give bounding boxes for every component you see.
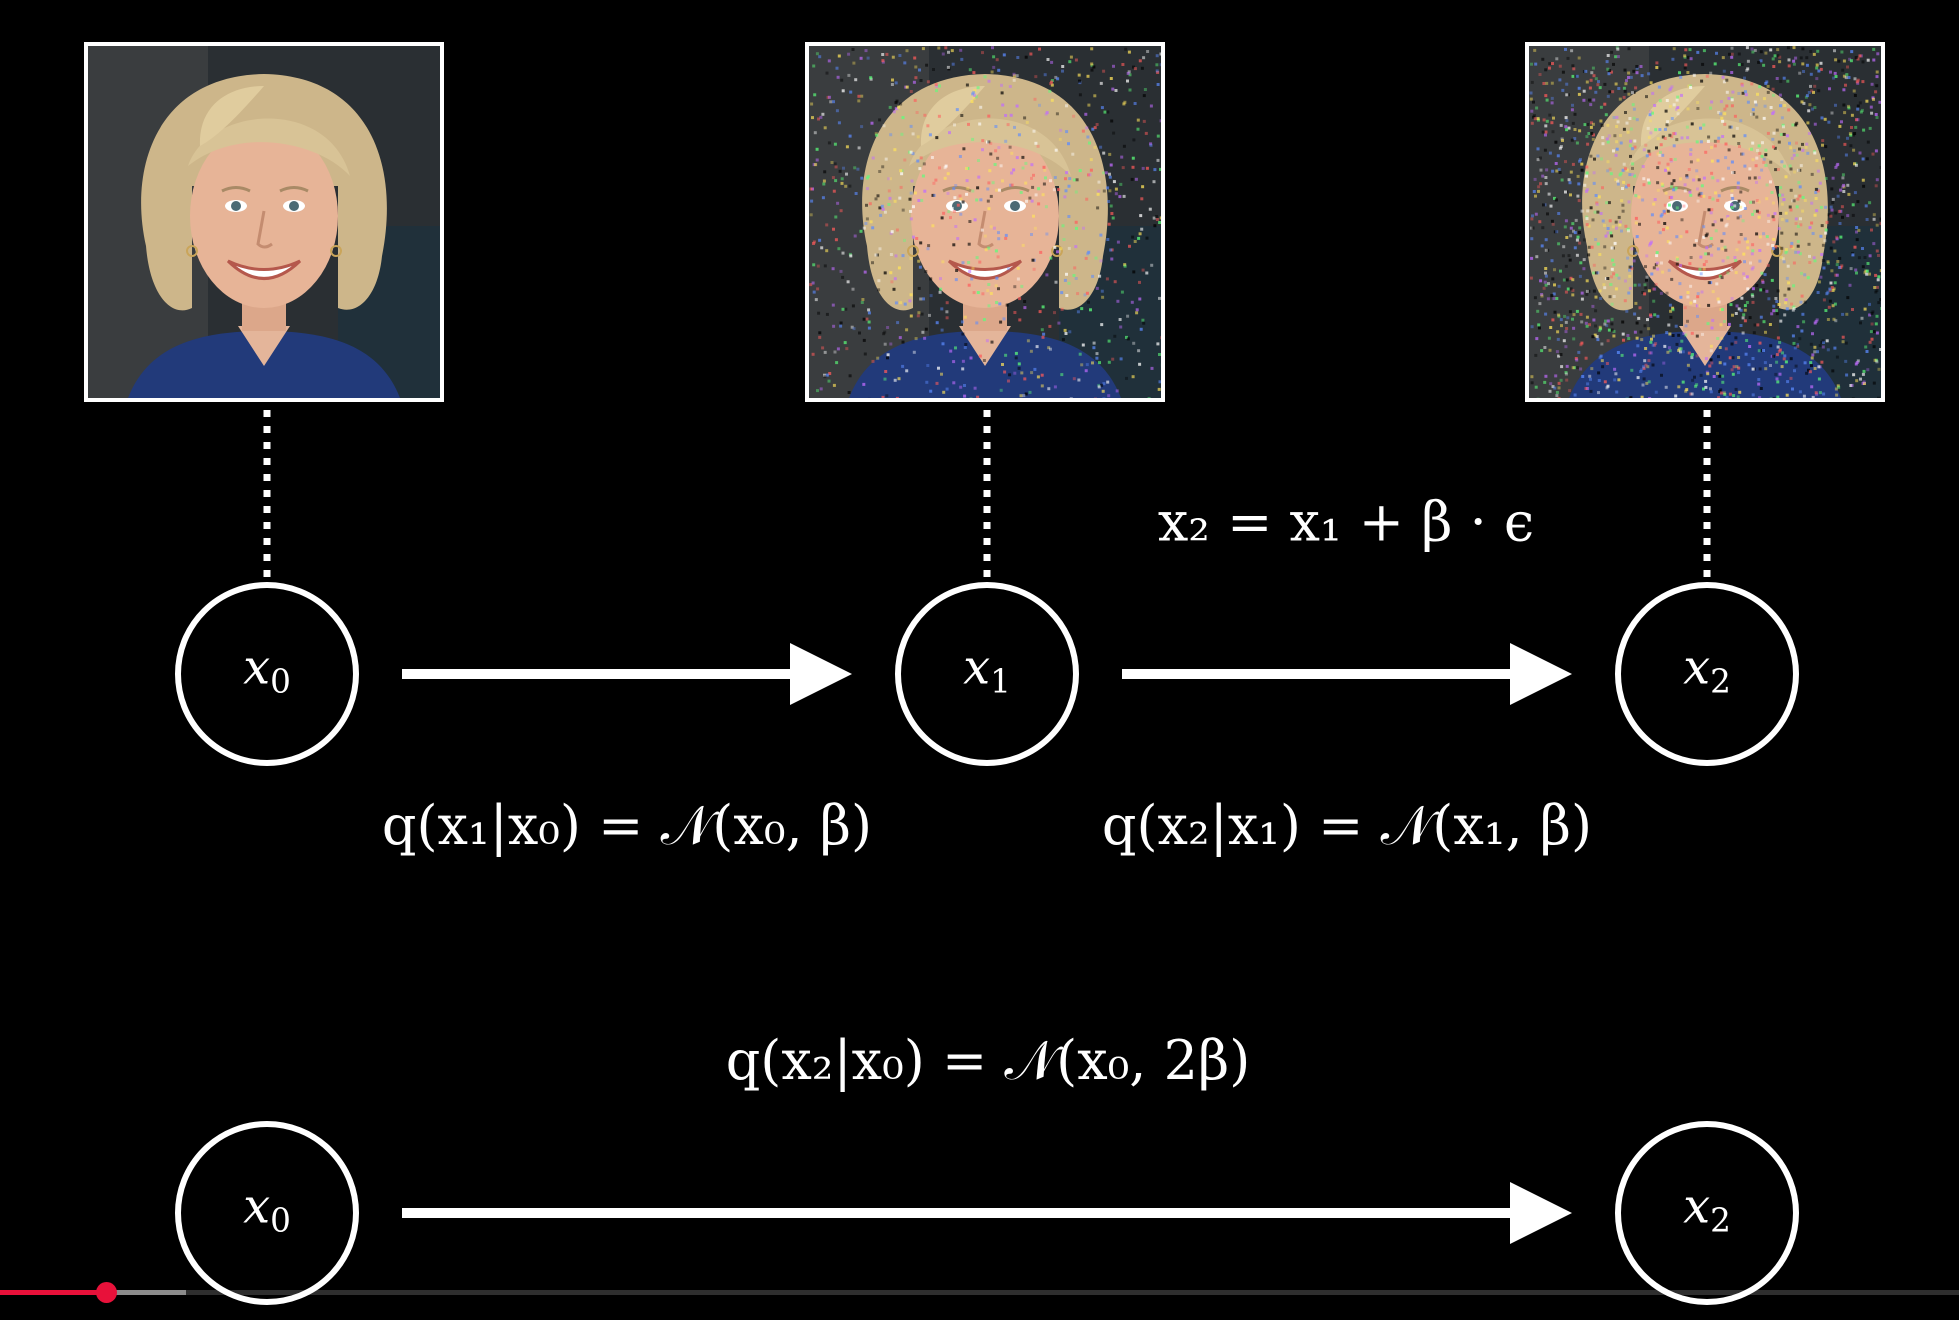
node-label-bottom-x0: x0 [243,1178,291,1240]
update-equation: x₂ = x₁ + β · ϵ [1157,490,1535,554]
direct-transition-equation: q(x₂|x₀) = 𝒩(x₀, 2β) [725,1029,1251,1092]
transition-q1-equation: q(x₁|x₀) = 𝒩(x₀, β) [381,794,873,857]
node-label-bottom-x2: x2 [1683,1178,1731,1240]
node-x2 [1615,582,1799,766]
node-bottom-x0 [175,1121,359,1305]
arrow-x1-to-x2 [1122,643,1572,705]
node-x0 [175,582,359,766]
arrow-x0-to-x1 [402,643,852,705]
node-label-x2: x2 [1683,639,1731,701]
x0-image [84,42,444,402]
node-bottom-x2 [1615,1121,1799,1305]
node-label-x1: x1 [963,639,1011,701]
video-progress-bar[interactable] [0,1282,1959,1303]
progress-scrubber-handle[interactable] [95,1282,117,1303]
x2-image [1525,42,1885,402]
node-label-x0: x0 [243,639,291,701]
x1-image [805,42,1165,402]
node-x1 [895,582,1079,766]
arrow-x0-to-x2 [402,1182,1572,1244]
transition-q2-equation: q(x₂|x₁) = 𝒩(x₁, β) [1101,794,1593,857]
progress-played [0,1290,106,1295]
